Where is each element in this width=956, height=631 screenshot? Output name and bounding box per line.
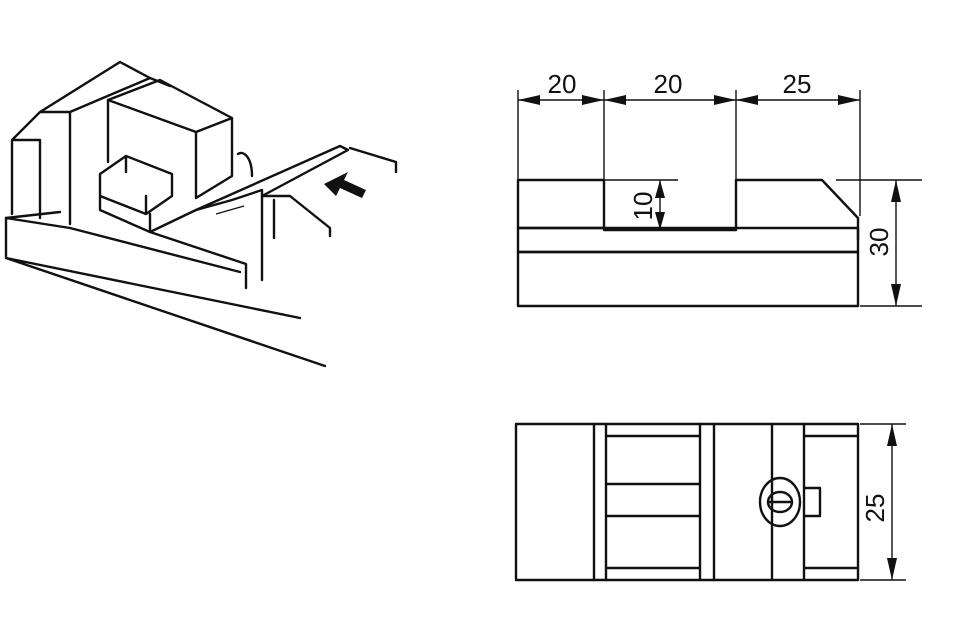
isometric-view bbox=[4, 60, 398, 368]
iso-hidden-lines bbox=[215, 205, 245, 215]
front-dim-height-extension bbox=[836, 179, 922, 307]
front-view-right-jaw bbox=[734, 178, 860, 242]
iso-base-top-edge bbox=[4, 210, 242, 274]
front-view-lower-base bbox=[516, 250, 860, 308]
top-view-jaw-walls bbox=[592, 422, 716, 582]
front-dim-label-20-mid: 20 bbox=[654, 69, 683, 99]
front-view-left-jaw bbox=[516, 178, 606, 230]
top-view-outline bbox=[514, 422, 860, 582]
top-dim-label-25: 25 bbox=[860, 494, 890, 523]
iso-clamp-body bbox=[106, 76, 234, 200]
front-view: 20 20 25 10 30 bbox=[516, 69, 922, 308]
iso-front-block bbox=[98, 154, 174, 234]
iso-rear-rails bbox=[260, 146, 398, 240]
iso-guide-rod bbox=[194, 144, 350, 212]
iso-base-slab bbox=[4, 216, 327, 368]
iso-fixed-jaw bbox=[10, 60, 152, 226]
iso-push-arrow-icon bbox=[324, 172, 366, 198]
top-view-slot-bars bbox=[604, 434, 702, 570]
front-dim-arrows-top bbox=[518, 95, 860, 105]
front-dim-label-30: 30 bbox=[864, 228, 894, 257]
front-dim-slot-depth-arrows bbox=[655, 180, 665, 230]
top-dim-extension bbox=[860, 423, 906, 581]
front-view-middle-band bbox=[516, 226, 860, 254]
front-dim-label-20-left: 20 bbox=[548, 69, 577, 99]
front-dim-extension-lines bbox=[517, 90, 861, 216]
front-dim-label-10: 10 bbox=[628, 192, 658, 221]
top-view-side-tab bbox=[802, 486, 822, 518]
front-dim-label-25: 25 bbox=[783, 69, 812, 99]
top-view: 25 bbox=[514, 422, 906, 582]
iso-movable-jaw bbox=[148, 188, 264, 290]
top-view-screw-icon bbox=[758, 476, 802, 528]
